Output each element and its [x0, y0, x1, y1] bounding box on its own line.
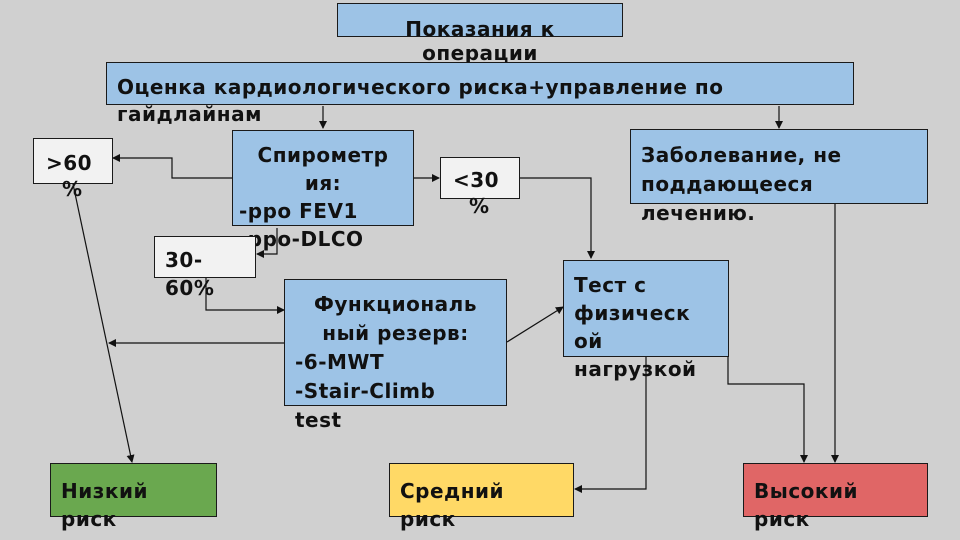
- cardio-risk-box: Оценка кардиологического риска+управлени…: [106, 62, 854, 126]
- indications-line-1: Показания к: [405, 17, 555, 41]
- functional-reserve-box: Функциональ ный резерв: -6-MWT -Stair-Cl…: [284, 279, 507, 432]
- lt30-line-2: %: [469, 194, 490, 218]
- gt60-line-1: >60: [46, 151, 93, 175]
- low-risk-box: Низкий риск: [50, 463, 217, 531]
- spirometry-line-3: -ppo FEV1: [239, 199, 358, 223]
- exercise-line-3: ой: [574, 329, 603, 353]
- exercise-test-box: Тест с физическ ой нагрузкой: [563, 260, 729, 381]
- gt60-box: >60 %: [33, 138, 113, 201]
- functional-line-3: -6-MWT: [295, 350, 385, 374]
- high-risk-line-2: риск: [754, 507, 810, 531]
- arrow-spirometry-to-30-60: [256, 228, 278, 258]
- medium-risk-line-1: Средний: [400, 479, 505, 503]
- arrow-lt30-to-exercise: [520, 177, 595, 259]
- arrow-exercise-to-high: [727, 357, 808, 463]
- exercise-line-2: физическ: [574, 301, 691, 325]
- disease-line-2: поддающееся: [641, 172, 814, 196]
- disease-box: Заболевание, не поддающееся лечению.: [630, 129, 928, 225]
- spirometry-line-4: -ppo-DLCO: [239, 227, 364, 251]
- medium-risk-line-2: риск: [400, 507, 456, 531]
- arrow-30-60-to-functional: [205, 278, 285, 314]
- range-30-60-line-2: 60%: [165, 276, 215, 300]
- disease-line-3: лечению.: [641, 201, 756, 225]
- range-30-60-box: 30- 60%: [154, 236, 256, 300]
- arrow-exercise-to-medium: [574, 357, 647, 493]
- medium-risk-box: Средний риск: [389, 463, 574, 531]
- arrow-spirometry-to-gt60: [112, 154, 232, 179]
- indications-line-2: операции: [422, 41, 538, 65]
- exercise-line-4: нагрузкой: [574, 357, 697, 381]
- functional-line-2: ный резерв:: [322, 321, 469, 345]
- indications-box: Показания к операции: [337, 3, 623, 65]
- functional-line-1: Функциональ: [314, 292, 477, 316]
- functional-line-5: test: [295, 408, 342, 432]
- high-risk-box: Высокий риск: [743, 463, 928, 531]
- lt30-box: <30 %: [440, 157, 520, 218]
- arrow-gt60-to-low: [72, 183, 135, 463]
- spirometry-line-2: ия:: [304, 171, 342, 195]
- exercise-line-1: Тест с: [574, 273, 647, 297]
- cardio-risk-line-2: гайдлайнам: [117, 102, 262, 126]
- high-risk-line-1: Высокий: [754, 479, 859, 503]
- gt60-line-2: %: [62, 177, 83, 201]
- disease-line-1: Заболевание, не: [641, 143, 842, 167]
- cardio-risk-line-1: Оценка кардиологического риска+управлени…: [117, 75, 724, 99]
- low-risk-line-2: риск: [61, 507, 117, 531]
- lt30-line-1: <30: [453, 168, 500, 192]
- functional-line-4: -Stair-Climb: [295, 379, 436, 403]
- spirometry-box: Спирометр ия: -ppo FEV1 -ppo-DLCO: [232, 130, 414, 251]
- low-risk-line-1: Низкий: [61, 479, 148, 503]
- arrow-functional-to-exercise: [506, 306, 564, 343]
- range-30-60-line-1: 30-: [165, 248, 203, 272]
- spirometry-line-1: Спирометр: [257, 143, 389, 167]
